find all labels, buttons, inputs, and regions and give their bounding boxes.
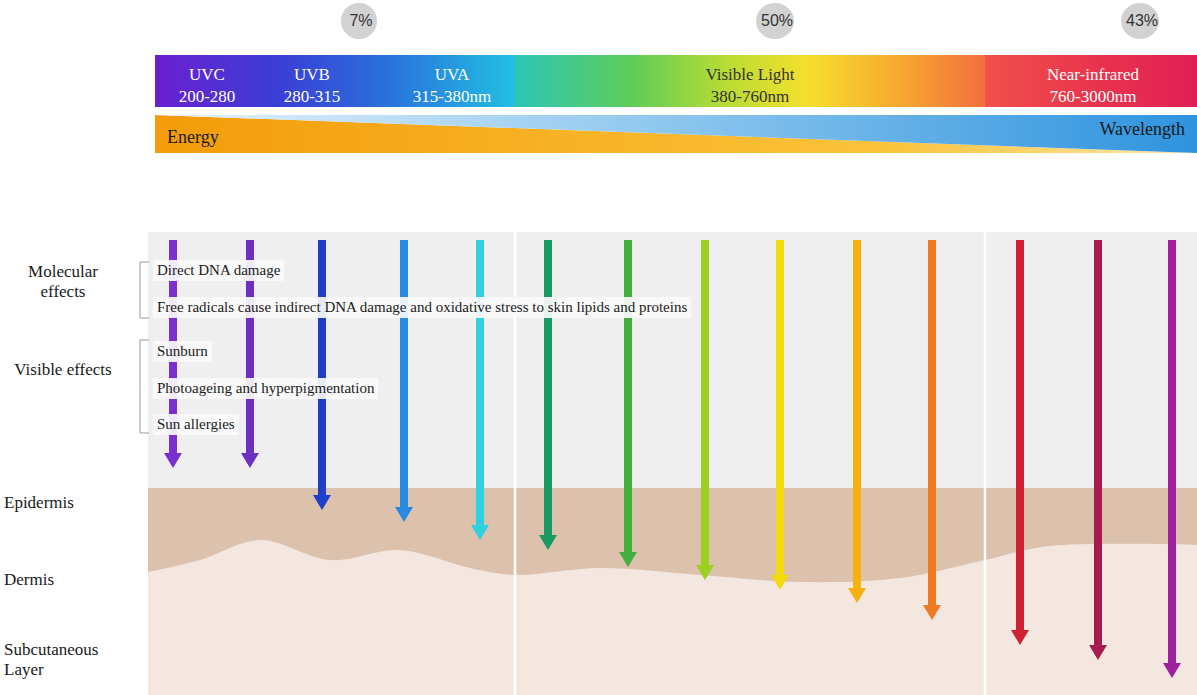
light-arrow [1089, 240, 1107, 660]
light-arrow [771, 240, 789, 590]
axis-label: Energy [167, 127, 219, 148]
light-arrow [619, 240, 637, 567]
wavelength-wedge: Wavelength [155, 115, 1197, 153]
percent-circle: 43% [1119, 1, 1161, 41]
band-label: 380-760nm [711, 87, 789, 107]
layer-label: Subcutaneous Layer [4, 640, 122, 679]
bracket [140, 262, 149, 318]
effect-text: Sun allergies [153, 414, 239, 435]
wedge-shape [155, 115, 1197, 153]
divider-line [984, 232, 987, 695]
wavelength-triangle [155, 115, 1197, 153]
effect-text: Free radicals cause indirect DNA damage … [153, 297, 691, 318]
effects-panel [148, 232, 1197, 488]
light-arrow [539, 240, 557, 550]
band-label: 280-315 [284, 87, 341, 107]
effect-text: Photoageing and hyperpigmentation [153, 378, 378, 399]
band-label: UVC [189, 65, 225, 85]
bracket [140, 340, 149, 433]
percent-circle: 7% [339, 1, 379, 41]
percent-circle: 50% [754, 1, 796, 41]
band-label: 315-380nm [413, 87, 491, 107]
light-arrow [696, 240, 714, 580]
light-arrow [1163, 240, 1181, 678]
light-arrow [848, 240, 866, 603]
band-label: UVA [435, 65, 470, 85]
row-heading: Visible effects [4, 360, 122, 380]
band-label: 760-3000nm [1050, 87, 1137, 107]
band-label: 200-280 [179, 87, 236, 107]
energy-triangle [155, 115, 1197, 153]
effect-text: Sunburn [153, 341, 212, 362]
epidermis-band [148, 488, 1197, 582]
percent-label: 43% [1126, 12, 1158, 30]
layer-label: Epidermis [4, 493, 134, 513]
light-arrow [471, 240, 489, 540]
light-arrow [923, 240, 941, 620]
percent-label: 7% [349, 12, 372, 30]
light-arrow [313, 240, 331, 510]
row-heading: Molecular effects [4, 262, 122, 301]
band-label: Near-infrared [1047, 65, 1139, 85]
light-arrow [395, 240, 413, 522]
layer-label: Dermis [4, 570, 134, 590]
effect-text: Direct DNA damage [153, 260, 284, 281]
light-arrow [1011, 240, 1029, 645]
near-infrared-band: Near-infrared760-3000nm [985, 55, 1197, 107]
axis-label: Wavelength [1099, 119, 1185, 140]
uv-band: UVC200-280 UVB280-315 UVA315-380nm [155, 55, 515, 107]
dermis-region [148, 488, 1197, 695]
visible-band: Visible Light380-760nm [515, 55, 985, 107]
band-label: Visible Light [705, 65, 794, 85]
band-label: UVB [294, 65, 330, 85]
percent-label: 50% [761, 12, 793, 30]
